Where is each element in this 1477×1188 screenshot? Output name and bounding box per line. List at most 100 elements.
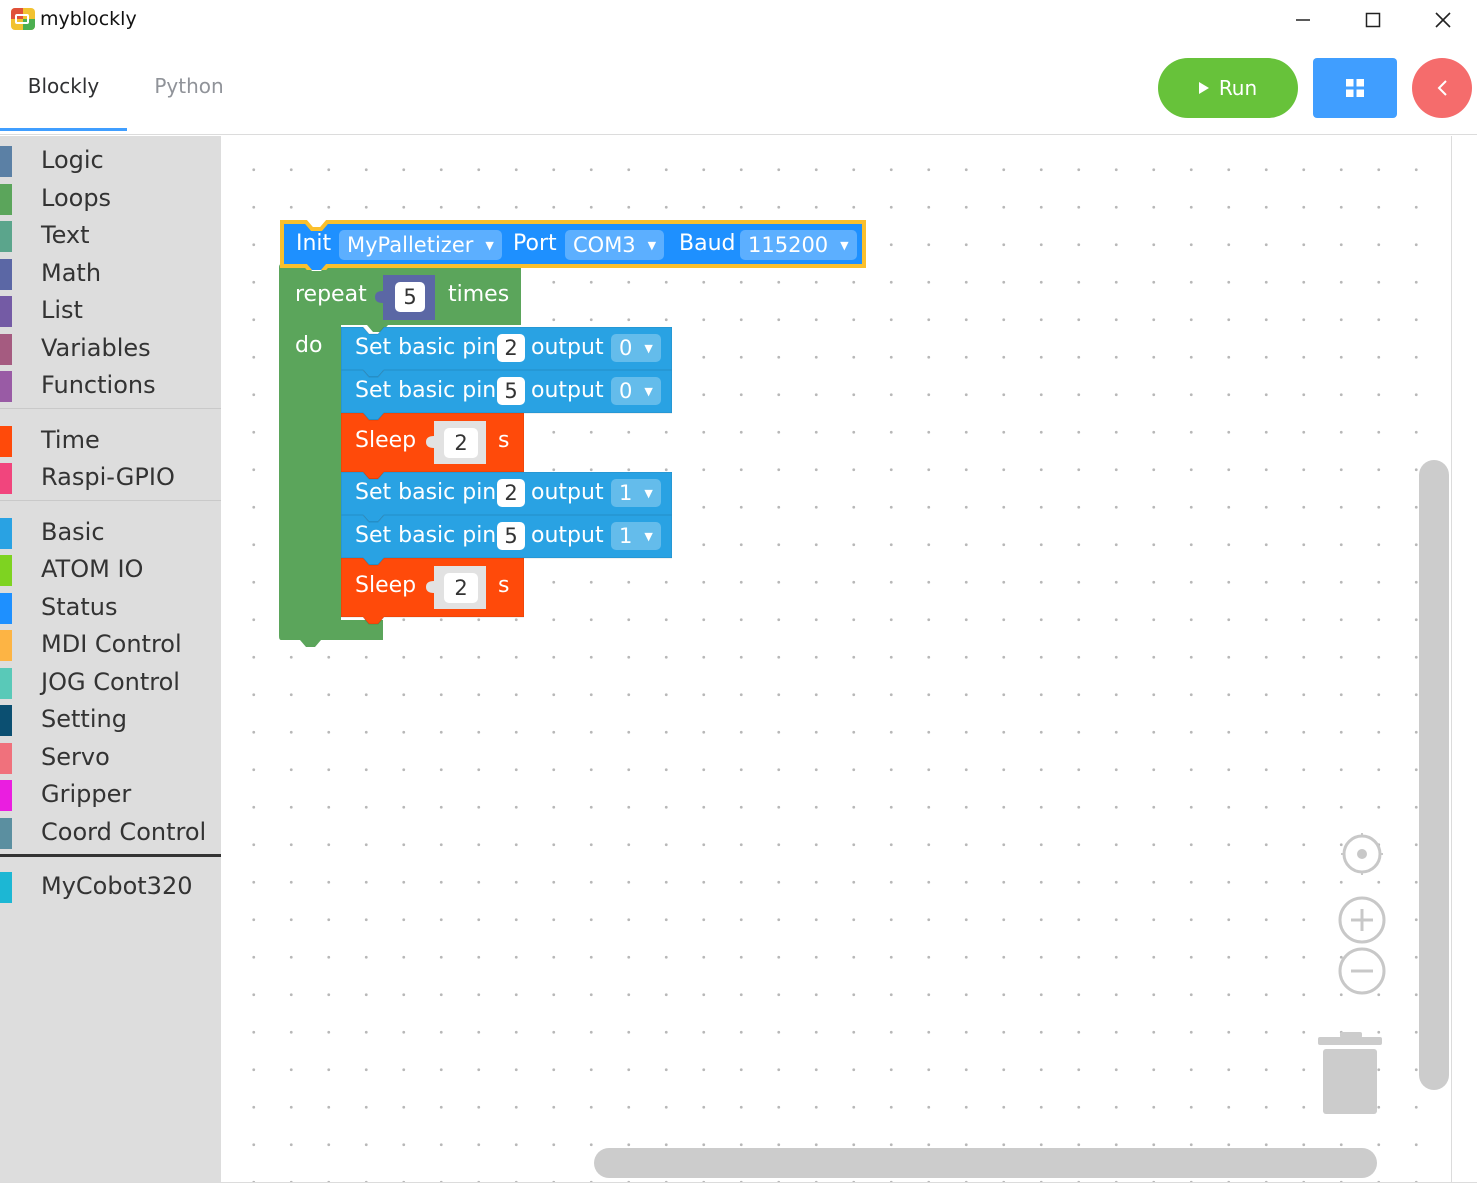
- category-label: ATOM IO: [41, 555, 144, 583]
- set-basic-pin-label: Set basic pin: [355, 335, 497, 360]
- dropdown-arrow-icon: ▼: [647, 238, 657, 252]
- category-color-swatch: [0, 817, 12, 849]
- category-color-swatch: [0, 146, 12, 177]
- minimize-button[interactable]: [1268, 0, 1338, 40]
- toolbox-category-math[interactable]: Math: [0, 256, 221, 293]
- output-value-dropdown[interactable]: 1▼: [611, 479, 661, 507]
- output-value: 0: [619, 379, 633, 403]
- dropdown-arrow-icon: ▼: [644, 341, 653, 355]
- category-label: List: [41, 296, 83, 324]
- toolbox-category-variables[interactable]: Variables: [0, 331, 221, 368]
- toolbox-category-servo[interactable]: Servo: [0, 740, 221, 777]
- category-color-swatch: [0, 630, 12, 661]
- maximize-button[interactable]: [1338, 0, 1408, 40]
- chevron-left-icon: [1437, 80, 1447, 96]
- output-value-dropdown[interactable]: 0▼: [611, 334, 661, 362]
- toolbox-category-logic[interactable]: Logic: [0, 143, 221, 180]
- category-label: Functions: [41, 371, 156, 399]
- grid-menu-button[interactable]: [1313, 58, 1397, 118]
- close-button[interactable]: [1408, 0, 1477, 40]
- category-label: Basic: [41, 517, 105, 546]
- category-label: Variables: [41, 333, 151, 362]
- close-icon: [1435, 12, 1451, 28]
- zoom-out-icon[interactable]: [1338, 947, 1388, 997]
- do-keyword: do: [295, 333, 323, 358]
- toolbar: Blockly Python Run: [0, 40, 1477, 135]
- category-color-swatch: [0, 333, 12, 365]
- tab-blockly-label: Blockly: [27, 73, 100, 98]
- pin-field[interactable]: 2: [497, 334, 525, 362]
- minimize-icon: [1296, 19, 1310, 21]
- run-button[interactable]: Run: [1158, 58, 1298, 118]
- toolbox-category-coord-control[interactable]: Coord Control: [0, 815, 221, 852]
- toolbox-category-setting[interactable]: Setting: [0, 702, 221, 739]
- set-basic-pin-label: Set basic pin: [355, 523, 497, 548]
- toolbox-category-mdi-control[interactable]: MDI Control: [0, 627, 221, 664]
- output-value: 1: [619, 481, 633, 505]
- vertical-scrollbar[interactable]: [1419, 460, 1449, 1090]
- sleep-unit-label: s: [498, 428, 510, 453]
- sleep-unit-label: s: [498, 573, 510, 598]
- blockly-workspace[interactable]: Init MyPalletizer▼ Port COM3▼ Baud 11520…: [221, 136, 1452, 1182]
- category-label: Loops: [41, 183, 112, 212]
- toolbox-category-text[interactable]: Text: [0, 218, 221, 255]
- output-label: output: [531, 523, 604, 548]
- port-keyword: Port: [513, 231, 557, 256]
- toolbox-category-jog-control[interactable]: JOG Control: [0, 665, 221, 702]
- category-color-swatch: [0, 258, 12, 290]
- category-label: Status: [41, 592, 118, 621]
- toolbox-category-raspi-gpio[interactable]: Raspi-GPIO: [0, 460, 221, 497]
- category-color-swatch: [0, 517, 12, 549]
- category-label: Math: [41, 258, 102, 287]
- category-label: Time: [41, 425, 100, 454]
- robot-dropdown[interactable]: MyPalletizer▼: [339, 230, 502, 260]
- repeat-count-field[interactable]: 5: [395, 282, 425, 312]
- category-color-swatch: [0, 872, 12, 903]
- dropdown-arrow-icon: ▼: [644, 384, 653, 398]
- category-label: Raspi-GPIO: [41, 463, 175, 491]
- toolbox-category-gripper[interactable]: Gripper: [0, 777, 221, 814]
- set-basic-pin-label: Set basic pin: [355, 378, 497, 403]
- toolbox-category-mycobot320[interactable]: MyCobot320: [0, 869, 221, 906]
- zoom-in-icon[interactable]: [1338, 896, 1388, 946]
- pin-field[interactable]: 5: [497, 522, 525, 550]
- baud-keyword: Baud: [679, 231, 736, 256]
- horizontal-scrollbar[interactable]: [594, 1148, 1377, 1178]
- toolbox-category-loops[interactable]: Loops: [0, 181, 221, 218]
- toolbox-category-atom-io[interactable]: ATOM IO: [0, 552, 221, 589]
- toolbox-category-time[interactable]: Time: [0, 423, 221, 460]
- sleep-seconds-field[interactable]: 2: [444, 573, 478, 603]
- repeat-block-shape[interactable]: [279, 264, 529, 649]
- window-bottom-edge: [0, 1182, 1477, 1188]
- category-color-swatch: [0, 425, 12, 457]
- app-logo-icon: [11, 8, 35, 30]
- category-color-swatch: [0, 555, 12, 586]
- output-value-dropdown[interactable]: 0▼: [611, 377, 661, 405]
- output-value: 0: [619, 336, 633, 360]
- toolbox-category-status[interactable]: Status: [0, 590, 221, 627]
- category-color-swatch: [0, 463, 12, 494]
- sleep-seconds-field[interactable]: 2: [444, 428, 478, 458]
- category-color-swatch: [0, 183, 12, 215]
- output-value: 1: [619, 524, 633, 548]
- dropdown-arrow-icon: ▼: [644, 486, 653, 500]
- toolbox-category-list[interactable]: List: [0, 293, 221, 330]
- trash-icon[interactable]: [1318, 1032, 1384, 1116]
- toolbox-separator: [0, 499, 221, 501]
- output-value-dropdown[interactable]: 1▼: [611, 522, 661, 550]
- port-dropdown[interactable]: COM3▼: [565, 230, 665, 260]
- sleep-label: Sleep: [355, 428, 417, 453]
- baud-dropdown-value: 115200: [748, 233, 829, 257]
- tab-blockly[interactable]: Blockly: [0, 40, 127, 131]
- init-block-shape[interactable]: [279, 220, 869, 270]
- back-button[interactable]: [1412, 58, 1472, 118]
- baud-dropdown[interactable]: 115200▼: [740, 230, 857, 260]
- tab-python[interactable]: Python: [127, 40, 251, 131]
- run-button-label: Run: [1218, 76, 1258, 100]
- maximize-icon: [1365, 12, 1381, 28]
- toolbox-category-functions[interactable]: Functions: [0, 368, 221, 405]
- pin-field[interactable]: 5: [497, 377, 525, 405]
- crosshair-icon[interactable]: [1341, 833, 1387, 879]
- pin-field[interactable]: 2: [497, 479, 525, 507]
- toolbox-category-basic[interactable]: Basic: [0, 515, 221, 552]
